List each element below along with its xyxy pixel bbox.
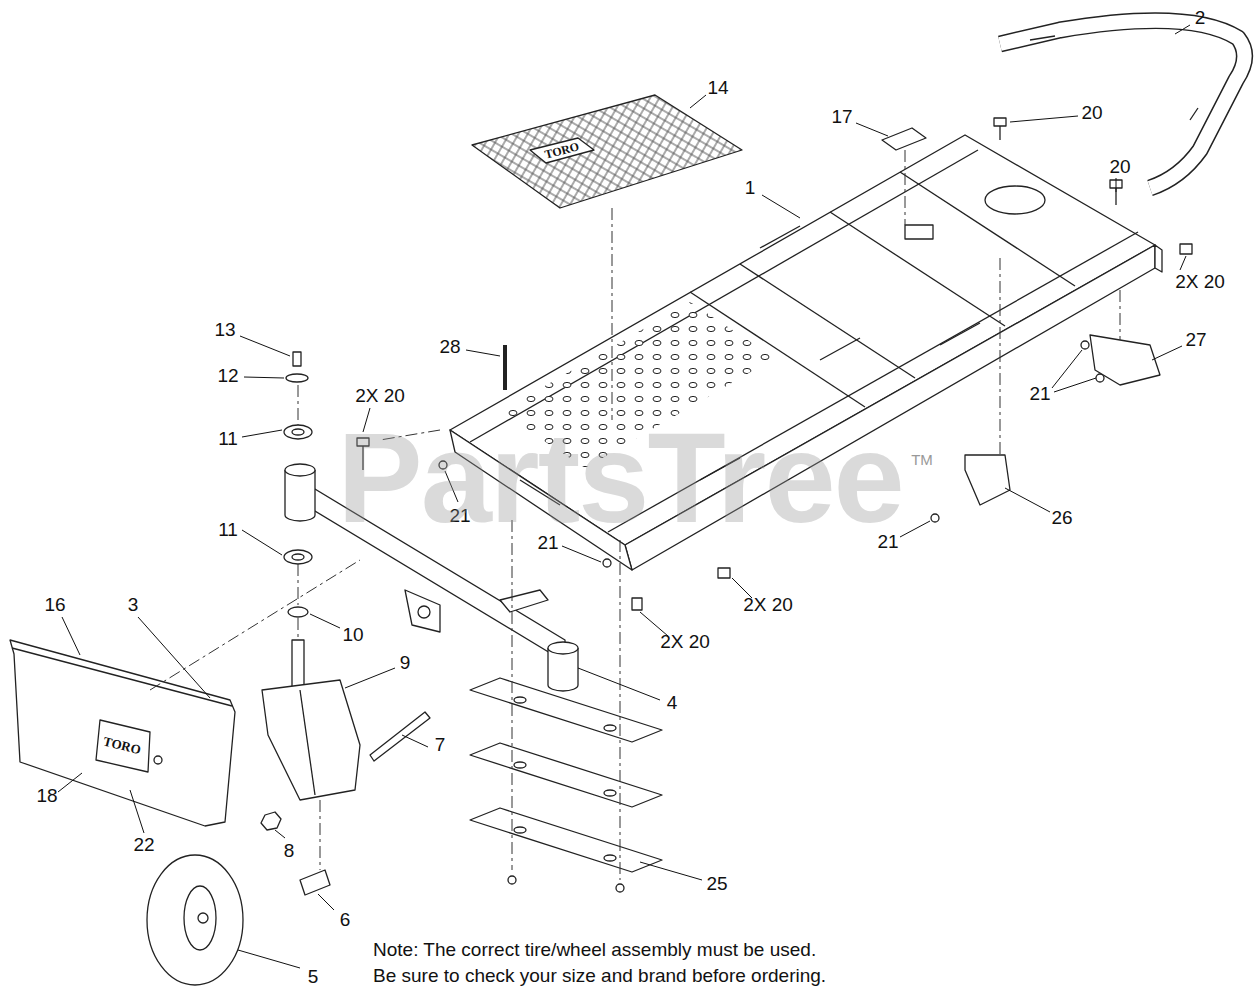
note-text: Be sure to check your size and brand bef…: [373, 966, 826, 987]
bearing: [284, 352, 312, 617]
callout-number: 27: [1185, 330, 1206, 351]
callout-number: 5: [308, 967, 319, 988]
callout-number: 6: [340, 910, 351, 931]
caster-fork: [261, 640, 430, 830]
plate: [470, 678, 662, 892]
callout-number: 18: [36, 786, 57, 807]
callout-number: 21: [1029, 384, 1050, 405]
callout-number: 11: [218, 520, 238, 541]
callout-number: 25: [706, 874, 727, 895]
callout-number: 4: [667, 693, 678, 714]
decal: [882, 128, 926, 150]
bracket: [965, 455, 1010, 505]
leader-line: [58, 25, 1190, 968]
spacer: [300, 870, 330, 895]
callout-number: 20: [1109, 157, 1130, 178]
note-text: Note: The correct tire/wheel assembly mu…: [373, 940, 816, 961]
callout-number: 28: [439, 337, 460, 358]
bracket: [1090, 335, 1160, 385]
callout-number: 7: [435, 735, 446, 756]
bumper: [10, 640, 235, 826]
callout-number: 2X 20: [1175, 272, 1225, 293]
callout-number: 2X 20: [355, 386, 405, 407]
trademark: TM: [911, 452, 933, 469]
callout-number: 14: [707, 78, 728, 99]
handle-bar: [1000, 21, 1245, 188]
callout-number: 11: [218, 429, 238, 450]
assembly-line: [150, 150, 1120, 880]
callout-number: 2X 20: [743, 595, 793, 616]
callout-number: 20: [1081, 103, 1102, 124]
callout-number: 22: [133, 835, 154, 856]
callout-number: 10: [342, 625, 363, 646]
callout-number: 2X 20: [660, 632, 710, 653]
callout-number: 1: [745, 178, 756, 199]
callout-number: 16: [44, 595, 65, 616]
callout-number: 3: [128, 595, 139, 616]
callout-number: 26: [1051, 508, 1072, 529]
callout-number: 2: [1195, 8, 1206, 29]
callout-number: 9: [400, 653, 411, 674]
callout-number: 13: [214, 320, 235, 341]
wheel: [147, 855, 243, 985]
callout-number: 17: [831, 107, 852, 128]
watermark: PartsTree: [337, 408, 903, 549]
callout-number: 12: [217, 366, 238, 387]
floor-mat: [472, 95, 742, 208]
callout-number: 8: [284, 841, 295, 862]
